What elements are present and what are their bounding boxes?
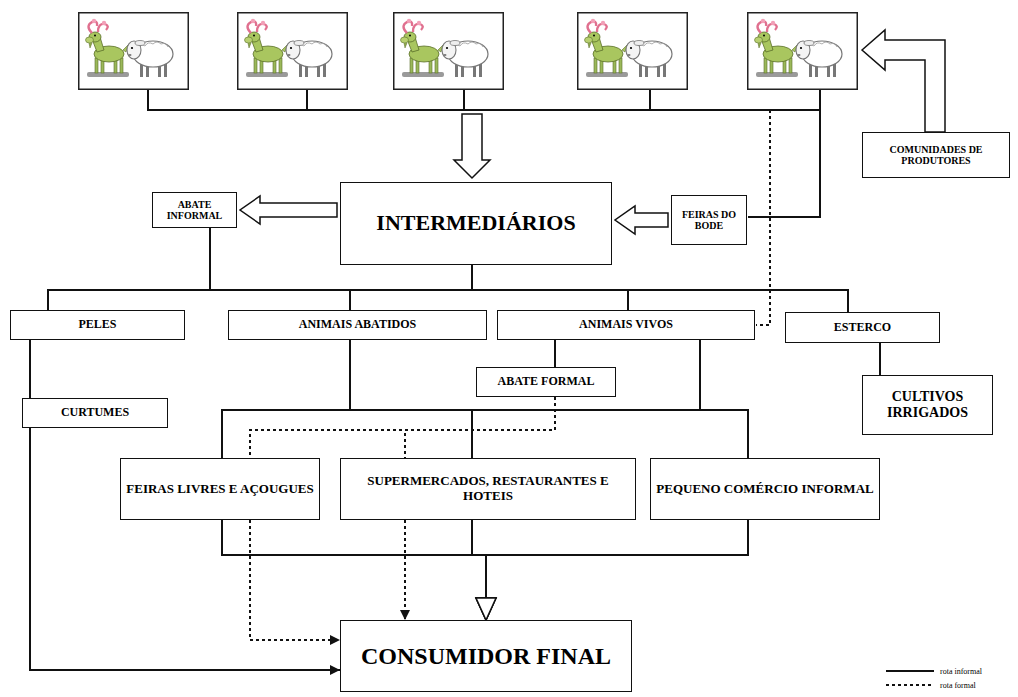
flow-connector (615, 206, 668, 234)
flow-connector (350, 340, 748, 458)
goat-sheep-illustration (394, 13, 504, 90)
flow-box: ESTERCO (785, 312, 940, 343)
flow-box: PEQUENO COMÉRCIO INFORMAL (650, 458, 880, 520)
box-label: ABATE INFORMAL (157, 199, 232, 221)
flow-connector (250, 397, 555, 458)
flow-connector (222, 340, 350, 458)
box-label: ANIMAIS VIVOS (502, 318, 750, 331)
flow-box: CONSUMIDOR FINAL (340, 620, 632, 692)
flow-connector (472, 340, 700, 458)
wire (649, 90, 651, 110)
flow-box: FEIRAS LIVRES E AÇOUGUES (120, 458, 320, 520)
flow-box: ABATE FORMAL (476, 367, 616, 397)
wire (147, 90, 149, 110)
box-label: PELES (15, 318, 180, 331)
flow-box: INTERMEDIÁRIOS (340, 182, 612, 265)
flow-connector (222, 340, 700, 458)
flow-connector (222, 520, 486, 620)
flow-connector (30, 428, 340, 670)
flow-connector (250, 520, 340, 640)
box-label: FEIRAS LIVRES E AÇOUGUES (125, 482, 315, 497)
wire (819, 90, 821, 110)
flow-box: ABATE INFORMAL (152, 192, 237, 228)
flow-box: FEIRAS DO BODE (671, 195, 747, 245)
legend-sample (884, 666, 936, 676)
flow-connector (472, 520, 486, 620)
flow-connector (405, 397, 555, 458)
wire (748, 110, 820, 217)
box-label: ANIMAIS ABATIDOS (233, 318, 482, 331)
goat-sheep-illustration (238, 13, 348, 90)
flow-connector (48, 265, 472, 310)
flow-connector (210, 228, 350, 310)
flow-box: CURTUMES (22, 398, 168, 428)
goat-sheep-illustration (79, 13, 189, 90)
legend-item: rota informal (884, 664, 982, 678)
legend-item: rota formal (884, 678, 982, 692)
box-label: PEQUENO COMÉRCIO INFORMAL (655, 482, 875, 497)
wire (463, 90, 465, 110)
box-label: CULTIVOS IRRIGADOS (867, 389, 988, 420)
flow-box: SUPERMERCADOS, RESTAURANTES E HOTEIS (340, 458, 636, 520)
legend-sample (884, 680, 936, 690)
flow-box: ANIMAIS VIVOS (497, 310, 755, 340)
flow-connector (240, 196, 337, 224)
goat-sheep-illustration (748, 13, 858, 90)
flow-connector (879, 343, 881, 375)
flow-connector (472, 265, 848, 312)
legend-line (886, 670, 934, 672)
flow-connector (48, 228, 210, 310)
hollow-arrow (454, 114, 490, 178)
legend: rota informal rota formal (884, 664, 982, 692)
formal-wire (756, 110, 770, 325)
box-label: CONSUMIDOR FINAL (345, 643, 627, 670)
flow-connector (350, 265, 472, 310)
flow-connector (472, 265, 628, 310)
box-label: ESTERCO (790, 321, 935, 334)
legend-line (886, 684, 934, 686)
flow-box: PELES (10, 310, 185, 340)
flow-box: COMUNIDADES DE PRODUTORES (862, 132, 1010, 178)
legend-text: rota informal (940, 667, 982, 676)
flow-connector (404, 520, 406, 620)
flow-connector (486, 520, 748, 620)
wire (147, 109, 821, 111)
box-label: SUPERMERCADOS, RESTAURANTES E HOTEIS (345, 474, 631, 503)
legend-text: rota formal (940, 681, 976, 690)
flow-box: CULTIVOS IRRIGADOS (862, 375, 993, 435)
flow-connector (29, 340, 31, 398)
flow-box: ANIMAIS ABATIDOS (228, 310, 487, 340)
box-label: COMUNIDADES DE PRODUTORES (867, 144, 1005, 166)
box-label: CURTUMES (27, 406, 163, 419)
hollow-arrow (862, 30, 945, 132)
wire (306, 90, 308, 110)
flow-connector (554, 340, 556, 367)
box-label: INTERMEDIÁRIOS (345, 211, 607, 236)
flow-connector (700, 340, 748, 458)
goat-sheep-illustration (578, 13, 688, 90)
flow-connector (350, 340, 472, 458)
box-label: ABATE FORMAL (481, 375, 611, 388)
box-label: FEIRAS DO BODE (676, 209, 742, 231)
producer-illustrations (79, 13, 858, 90)
